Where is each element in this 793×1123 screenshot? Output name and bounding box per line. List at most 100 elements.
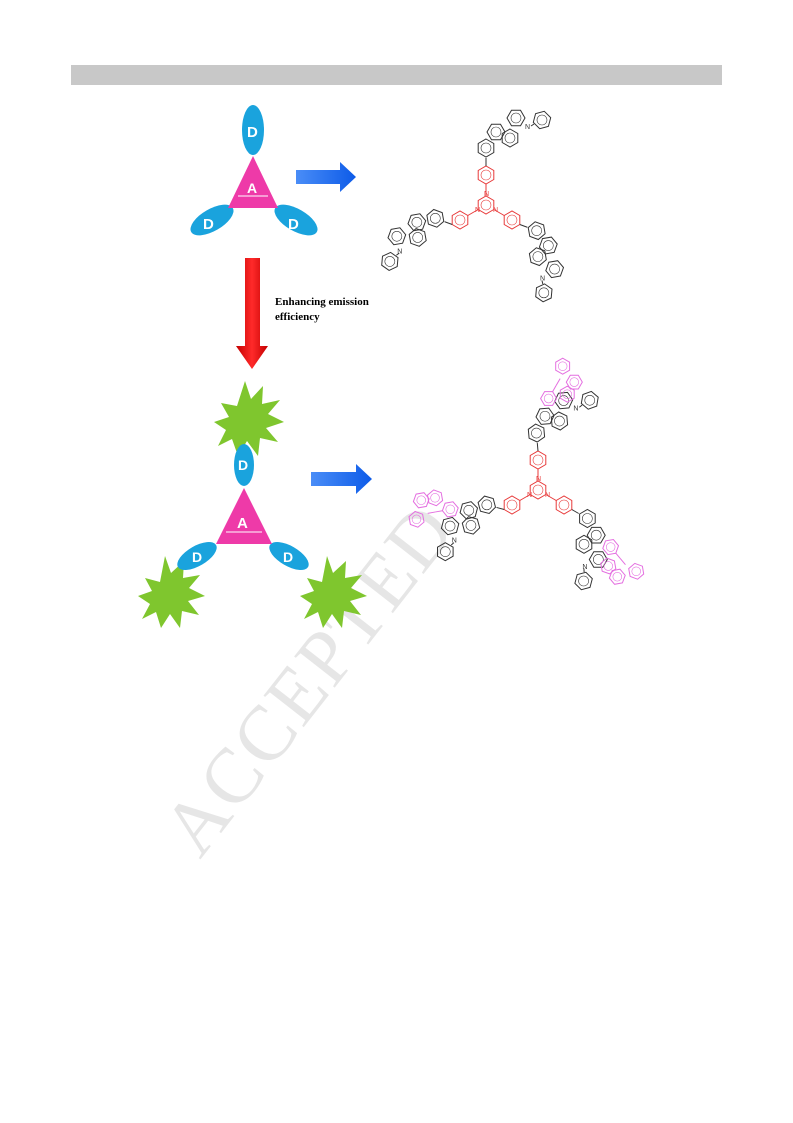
tpe-ring	[441, 501, 459, 518]
aromatic-ring-circle	[543, 240, 554, 251]
bond	[555, 378, 561, 386]
aie-star-top	[214, 381, 284, 456]
bottom-dad-cartoon: D D D A	[138, 381, 367, 628]
aromatic-ring-circle	[430, 213, 441, 224]
aromatic-ring-circle	[603, 561, 613, 571]
header-bar	[71, 65, 722, 85]
phenyl-linker-ring	[529, 450, 547, 470]
fluorene-ring	[579, 508, 596, 529]
fluorene-ring	[477, 495, 497, 515]
aromatic-ring-circle	[532, 454, 544, 466]
donor-label: D	[192, 549, 202, 565]
fluorene-ring	[527, 423, 546, 443]
phenyl-linker-ring	[503, 210, 521, 230]
donor-lobe-right	[274, 204, 318, 236]
bond	[530, 123, 535, 127]
tpe-ring	[565, 374, 583, 390]
bond	[467, 209, 479, 216]
acridine-ring	[408, 228, 427, 247]
fluorene-ring	[527, 221, 546, 241]
aromatic-ring-circle	[605, 542, 616, 552]
aromatic-ring-circle	[490, 126, 502, 138]
tpe-ring	[602, 538, 620, 556]
aromatic-ring-circle	[543, 393, 554, 404]
nitrogen-atom-label: N	[525, 124, 530, 131]
aromatic-ring-circle	[584, 394, 596, 406]
aromatic-ring-circle	[384, 256, 396, 267]
bond	[619, 558, 626, 565]
phenyl-linker-ring	[451, 210, 469, 230]
acridine-ring	[440, 516, 460, 536]
aromatic-ring-circle	[480, 169, 492, 181]
fluorene-ring	[586, 526, 606, 544]
aromatic-ring-circle	[391, 230, 403, 242]
aromatic-ring-circle	[411, 514, 422, 525]
aie-star-right	[300, 556, 367, 628]
aromatic-ring-circle	[569, 377, 579, 387]
aie-star-left	[138, 556, 205, 628]
phenyl-linker-ring	[555, 495, 573, 515]
acridine-ring	[550, 411, 569, 431]
bond	[427, 511, 436, 514]
acridine-ring	[545, 260, 565, 279]
n-phenyl-ring	[437, 542, 454, 562]
acridine-ring	[461, 516, 481, 535]
acridine-ring	[506, 109, 526, 127]
fluorene-ring	[538, 236, 558, 255]
fluorene-ring	[426, 208, 445, 228]
bond	[545, 494, 557, 501]
fluorene-ring	[459, 501, 479, 520]
aromatic-ring-circle	[631, 566, 641, 576]
aromatic-ring-circle	[480, 142, 492, 154]
donor-label: D	[203, 216, 214, 233]
aromatic-ring-circle	[549, 263, 560, 275]
aromatic-ring-circle	[612, 572, 622, 582]
donor-lobe-left	[177, 542, 217, 570]
nitrogen-atom-label: N	[527, 492, 532, 499]
aromatic-ring-circle	[416, 495, 426, 505]
aromatic-ring-circle	[539, 410, 551, 422]
acridine-ring	[528, 247, 547, 267]
aromatic-ring-circle	[531, 427, 542, 439]
bond	[444, 221, 453, 225]
watermark: ACCEPTED	[145, 487, 472, 871]
down-arrow	[236, 258, 268, 369]
aromatic-ring-circle	[481, 499, 493, 511]
acridine-ring	[575, 534, 593, 554]
tpe-ring	[412, 492, 430, 509]
aromatic-ring-circle	[558, 499, 570, 511]
aromatic-ring-circle	[578, 575, 589, 587]
nitrogen-atom-label: N	[475, 207, 480, 214]
donor-label: D	[283, 549, 293, 565]
aromatic-ring-circle	[506, 214, 518, 226]
aromatic-ring-circle	[557, 361, 568, 371]
phenyl-linker-ring	[477, 165, 495, 185]
bond	[396, 252, 400, 256]
aromatic-ring-circle	[532, 484, 544, 496]
aromatic-ring-circle	[578, 538, 590, 550]
top-dad-cartoon: D D D A	[190, 105, 318, 236]
donor-label: D	[247, 124, 258, 141]
n-phenyl-ring	[532, 110, 552, 130]
n-phenyl-ring	[535, 283, 553, 303]
n-phenyl-ring	[381, 251, 399, 271]
tpe-ring	[600, 557, 617, 575]
donor-lobe-left	[190, 204, 234, 236]
aromatic-ring-circle	[454, 214, 466, 226]
right-arrow-top	[296, 162, 356, 192]
tpe-ring	[608, 568, 626, 585]
down-arrow-caption: efficiency	[275, 311, 320, 323]
bond	[493, 209, 505, 216]
triazine-ring	[529, 480, 547, 500]
nitrogen-atom-label: N	[397, 248, 402, 255]
bond	[579, 404, 583, 408]
bond	[552, 385, 557, 392]
bond	[519, 494, 531, 501]
bond	[435, 510, 443, 513]
aromatic-ring-circle	[536, 114, 548, 126]
aromatic-ring-circle	[558, 395, 570, 406]
n-phenyl-ring	[574, 571, 593, 591]
